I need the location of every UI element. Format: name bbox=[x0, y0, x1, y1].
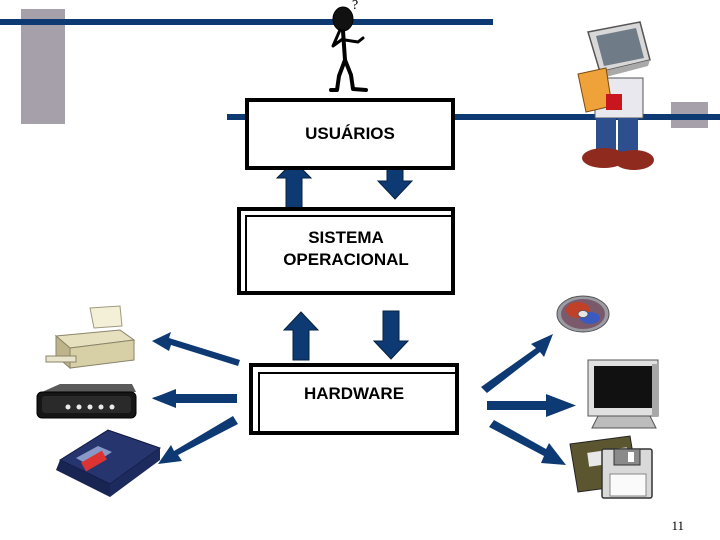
thinking-stick-figure-icon bbox=[329, 6, 368, 92]
arrow-to-cd bbox=[481, 334, 553, 393]
arrow-up-hardware-to-os bbox=[282, 311, 320, 361]
printer-icon bbox=[45, 305, 136, 370]
cd-disc-icon bbox=[556, 295, 610, 333]
arrow-down-os-to-hardware bbox=[372, 310, 410, 360]
os-box-label: SISTEMA OPERACIONAL bbox=[283, 227, 409, 271]
page-number: 11 bbox=[671, 518, 684, 533]
floppy-disks-icon bbox=[569, 435, 653, 499]
hardware-box: HARDWARE bbox=[249, 363, 459, 435]
arrow-to-monitor bbox=[487, 394, 576, 417]
os-box: SISTEMA OPERACIONAL bbox=[237, 207, 455, 295]
modem-icon bbox=[36, 384, 137, 419]
users-box: USUÁRIOS bbox=[245, 98, 455, 170]
navy-square-right bbox=[671, 114, 708, 120]
scanner-icon bbox=[56, 429, 162, 497]
arrow-to-floppies bbox=[489, 420, 566, 465]
gray-vertical-bar-left bbox=[21, 9, 65, 124]
navy-top-bar bbox=[0, 19, 493, 25]
monitor-head-reader-icon bbox=[577, 21, 654, 170]
hardware-box-label: HARDWARE bbox=[303, 384, 405, 403]
arrow-to-modem bbox=[152, 389, 237, 408]
crt-monitor-icon bbox=[587, 359, 659, 429]
question-mark-glyph: ? bbox=[352, 0, 359, 13]
users-box-label: USUÁRIOS bbox=[305, 124, 395, 143]
arrow-to-printer bbox=[152, 332, 240, 366]
os-box-label-line2: OPERACIONAL bbox=[283, 250, 409, 269]
os-box-label-line1: SISTEMA bbox=[308, 228, 384, 247]
arrow-to-scanner bbox=[158, 416, 238, 464]
navy-upper-right-bar bbox=[227, 114, 720, 120]
